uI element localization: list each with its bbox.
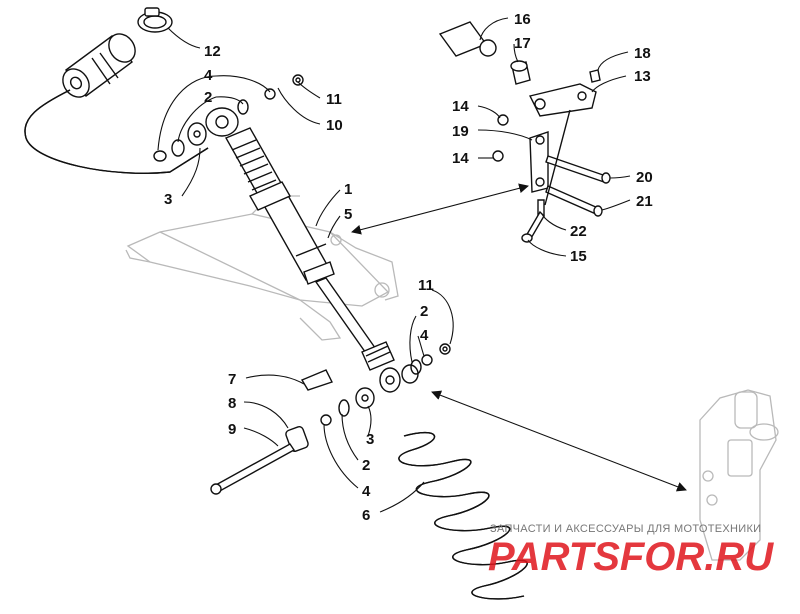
- callout-13: 13: [634, 68, 651, 85]
- callout-14-lower: 14: [452, 150, 469, 167]
- hardware: [153, 74, 451, 495]
- callout-17: 17: [514, 35, 531, 52]
- callout-10: 10: [326, 117, 343, 134]
- callout-2-lower-left: 2: [362, 457, 370, 474]
- callout-6: 6: [362, 507, 370, 524]
- shock-absorber: [205, 107, 401, 393]
- callout-2-upper: 2: [204, 89, 212, 106]
- hose-clamp: [137, 7, 173, 33]
- leader-lines: [157, 17, 631, 513]
- callout-15: 15: [570, 248, 587, 265]
- callout-18: 18: [634, 45, 651, 62]
- callout-1: 1: [344, 181, 352, 198]
- callout-22: 22: [570, 223, 587, 240]
- callout-16: 16: [514, 11, 531, 28]
- callout-4-lower-left: 4: [362, 483, 371, 500]
- callout-8: 8: [228, 395, 236, 412]
- callout-4-lower-right: 4: [420, 327, 429, 344]
- watermark-brand: PARTSFOR.RU: [488, 535, 774, 579]
- callout-21: 21: [636, 193, 653, 210]
- callout-4-upper: 4: [204, 67, 213, 84]
- callout-20: 20: [636, 169, 653, 186]
- ref-arrow-upper: [351, 183, 529, 235]
- callout-19: 19: [452, 123, 469, 140]
- spindle-ghost: [699, 389, 779, 561]
- callout-12: 12: [204, 43, 221, 60]
- callout-5: 5: [344, 206, 352, 223]
- callout-7: 7: [228, 371, 236, 388]
- reservoir: [62, 33, 136, 98]
- callout-3-upper: 3: [164, 191, 172, 208]
- watermark: ЗАПЧАСТИ И АКСЕССУАРЫ ДЛЯ МОТОТЕХНИКИ PA…: [488, 523, 774, 579]
- callout-3-lower: 3: [366, 431, 374, 448]
- suspension-arm-ghost: [125, 195, 399, 341]
- callout-9: 9: [228, 421, 236, 438]
- callout-labels: 12 4 2 11 10 3 16 17 18 13 14 19 14 20 2…: [164, 11, 653, 524]
- callout-2-lower-right: 2: [420, 303, 428, 320]
- callout-11-upper: 11: [326, 91, 342, 108]
- callout-11-lower: 11: [418, 277, 434, 294]
- callout-14-upper: 14: [452, 98, 469, 115]
- ref-arrow-lower: [431, 390, 687, 492]
- linkage-assembly: [438, 21, 611, 243]
- watermark-caption: ЗАПЧАСТИ И АКСЕССУАРЫ ДЛЯ МОТОТЕХНИКИ: [490, 523, 761, 535]
- coil-spring: [398, 431, 528, 600]
